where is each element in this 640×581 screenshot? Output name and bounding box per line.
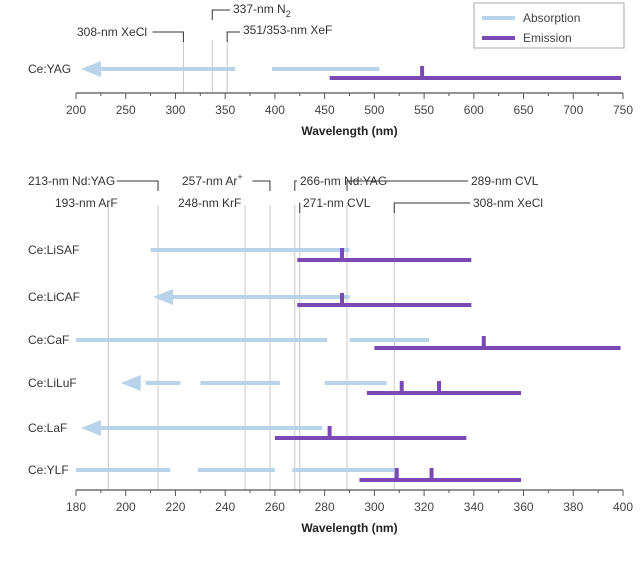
- bottom-row-label-1: Ce:LiCAF: [28, 290, 80, 304]
- bottom-laser-label-7: 308-nm XeCl: [473, 196, 543, 210]
- legend-label-absorption: Absorption: [523, 11, 580, 25]
- top-x-tick-label-6: 500: [364, 103, 384, 117]
- top-laser-label-text-0: 308-nm XeCl: [77, 25, 147, 39]
- top-laser-label-1: 337-nm N2: [233, 2, 291, 19]
- top-laser-label-0: 308-nm XeCl: [77, 25, 147, 39]
- bottom-row-3: Ce:LiLuF: [28, 375, 522, 395]
- bottom-row-label-5: Ce:YLF: [28, 463, 69, 477]
- bottom-x-tick-label-1: 200: [116, 500, 136, 514]
- top-x-tick-label-0: 200: [66, 103, 86, 117]
- bottom-x-tick-label-2: 220: [165, 500, 185, 514]
- bottom-emission-peak-5-0: [394, 468, 399, 480]
- bottom-laser-leader-6: [346, 180, 468, 191]
- bottom-row-2: Ce:CaF: [28, 333, 621, 350]
- bottom-laser-leader-4: [294, 180, 297, 191]
- bottom-laser-label-3: 248-nm KrF: [178, 196, 241, 210]
- bottom-laser-label-text-4: 266-nm Nd:YAG: [300, 174, 387, 188]
- bottom-emission-peak-1-0: [340, 293, 345, 305]
- bottom-laser-label-4: 266-nm Nd:YAG: [300, 174, 387, 188]
- top-x-tick-label-7: 550: [414, 103, 434, 117]
- bottom-laser-label-text-2: 257-nm Ar: [182, 174, 237, 188]
- top-x-tick-label-3: 350: [215, 103, 235, 117]
- panel-top: 308-nm XeCl 337-nm N2 351/353-nm XeF Ce:YAG…: [28, 2, 633, 138]
- bottom-x-tick-label-3: 240: [215, 500, 235, 514]
- bottom-laser-superscript-2: +: [237, 172, 242, 182]
- bottom-laser-label-2: 257-nm Ar+: [182, 172, 243, 188]
- bottom-laser-label-text-0: 213-nm Nd:YAG: [28, 174, 115, 188]
- top-laser-leader-1: [211, 9, 230, 20]
- bottom-row-label-3: Ce:LiLuF: [28, 376, 77, 390]
- bottom-laser-leader-7: [393, 202, 470, 213]
- bottom-laser-leader-0: [116, 180, 159, 191]
- top-laser-leader-2: [226, 31, 240, 42]
- top-laser-label-text-1: 337-nm N: [233, 2, 286, 16]
- bottom-row-5: Ce:YLF: [28, 463, 522, 482]
- top-x-tick-label-4: 400: [265, 103, 285, 117]
- top-laser-leader-0: [152, 31, 184, 42]
- legend-box: [473, 2, 625, 49]
- bottom-x-tick-label-8: 340: [464, 500, 484, 514]
- bottom-row-label-0: Ce:LiSAF: [28, 243, 79, 257]
- top-emission-peak-0-0: [420, 66, 425, 78]
- bottom-emission-peak-2-0: [481, 336, 486, 348]
- top-x-axis-title: Wavelength (nm): [301, 124, 397, 138]
- bottom-x-tick-label-7: 320: [414, 500, 434, 514]
- bottom-emission-peak-4-0: [327, 426, 332, 438]
- bottom-emission-peak-3-0: [399, 381, 404, 393]
- bottom-row-4: Ce:LaF: [28, 420, 467, 440]
- bottom-row-1: Ce:LiCAF: [28, 289, 472, 307]
- bottom-laser-leader-2: [252, 180, 271, 191]
- bottom-x-axis-title: Wavelength (nm): [301, 521, 397, 535]
- bottom-emission-peak-0-0: [340, 248, 345, 260]
- bottom-laser-label-text-5: 271-nm CVL: [303, 196, 371, 210]
- bottom-laser-label-text-6: 289-nm CVL: [471, 174, 539, 188]
- bottom-row-0: Ce:LiSAF: [28, 243, 472, 262]
- bottom-x-tick-label-5: 280: [315, 500, 335, 514]
- top-x-tick-label-10: 700: [563, 103, 583, 117]
- bottom-laser-label-text-1: 193-nm ArF: [55, 196, 118, 210]
- top-laser-label-2: 351/353-nm XeF: [243, 23, 332, 37]
- bottom-x-tick-label-10: 380: [563, 500, 583, 514]
- top-row-0: Ce:YAG: [28, 61, 622, 80]
- bottom-x-tick-label-6: 300: [364, 500, 384, 514]
- top-laser-subscript-1: 2: [286, 9, 291, 19]
- top-laser-label-text-2: 351/353-nm XeF: [243, 23, 332, 37]
- bottom-x-tick-label-0: 180: [66, 500, 86, 514]
- bottom-laser-label-0: 213-nm Nd:YAG: [28, 174, 115, 188]
- legend-label-emission: Emission: [523, 31, 572, 45]
- bottom-row-label-2: Ce:CaF: [28, 333, 69, 347]
- top-absorption-arrow-0-0: [80, 61, 101, 77]
- bottom-laser-label-1: 193-nm ArF: [55, 196, 118, 210]
- bottom-x-tick-label-4: 260: [265, 500, 285, 514]
- bottom-laser-label-5: 271-nm CVL: [303, 196, 371, 210]
- bottom-absorption-arrow-1-0: [153, 289, 174, 305]
- top-x-tick-label-11: 750: [613, 103, 633, 117]
- top-x-tick-label-9: 650: [514, 103, 534, 117]
- top-x-tick-label-2: 300: [165, 103, 185, 117]
- bottom-laser-label-text-7: 308-nm XeCl: [473, 196, 543, 210]
- bottom-absorption-arrow-3-0: [120, 375, 141, 391]
- top-row-label-0: Ce:YAG: [28, 62, 71, 76]
- bottom-laser-label-text-3: 248-nm KrF: [178, 196, 241, 210]
- top-x-tick-label-5: 450: [315, 103, 335, 117]
- bottom-x-tick-label-11: 400: [613, 500, 633, 514]
- top-x-tick-label-8: 600: [464, 103, 484, 117]
- bottom-emission-peak-5-1: [429, 468, 434, 480]
- bottom-row-label-4: Ce:LaF: [28, 421, 67, 435]
- top-x-tick-label-1: 250: [116, 103, 136, 117]
- bottom-absorption-arrow-4-0: [80, 420, 101, 436]
- bottom-emission-peak-3-1: [437, 381, 442, 393]
- bottom-x-tick-label-9: 360: [514, 500, 534, 514]
- bottom-laser-label-6: 289-nm CVL: [471, 174, 539, 188]
